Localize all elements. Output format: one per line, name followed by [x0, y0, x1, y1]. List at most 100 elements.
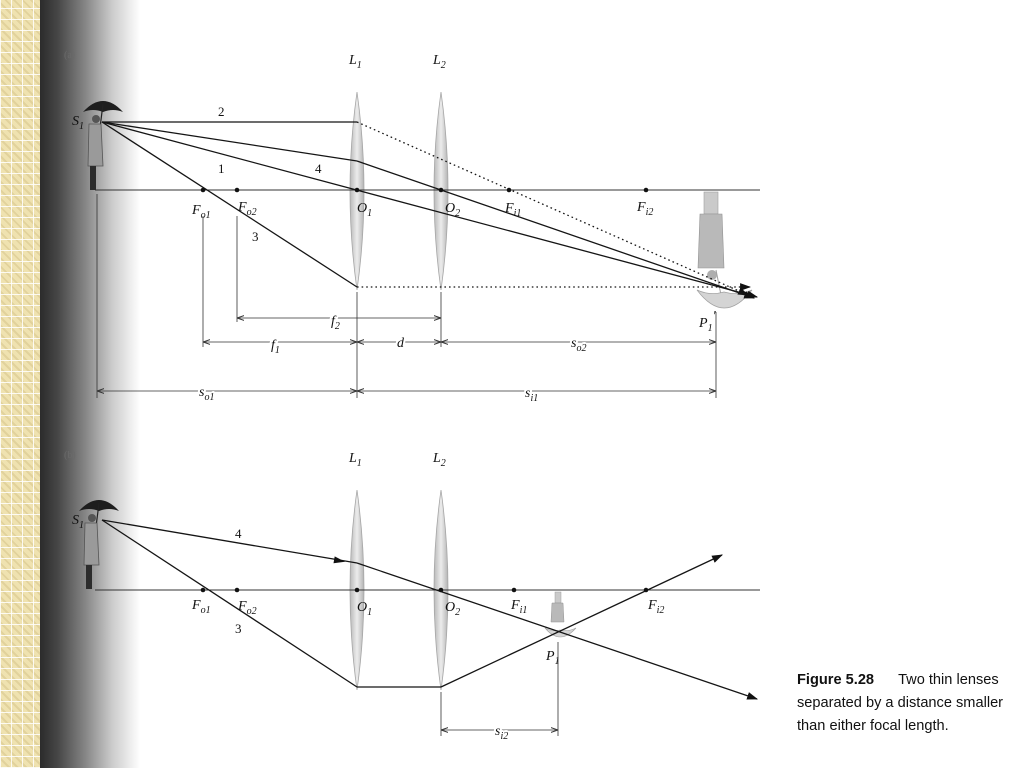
point-label-letter: F	[191, 203, 201, 218]
image-legs	[703, 191, 719, 215]
dimension-label-letter: f	[331, 314, 337, 329]
point-label-subscript: i1	[520, 605, 528, 616]
lens-label-letter: L	[432, 53, 441, 68]
point-label-fo2: Fo2	[237, 599, 257, 617]
object-label-s1: S1	[72, 114, 84, 132]
person-coat	[87, 123, 104, 167]
panel-label-b: (b)	[64, 450, 76, 461]
point-label-o1: O1	[357, 600, 372, 618]
point-label-letter: F	[504, 201, 514, 216]
dimension-label-f2: f2	[331, 314, 340, 332]
point-label-letter: F	[510, 598, 520, 613]
point-label-subscript: o1	[201, 605, 211, 616]
dimension-label-letter: d	[397, 336, 405, 351]
point-label-fi2: Fi2	[636, 200, 653, 218]
point-label-subscript: o2	[247, 207, 257, 218]
point-fi1	[511, 587, 517, 593]
point-label-letter: F	[237, 200, 247, 215]
caption-text: Two thin lenses	[898, 672, 999, 688]
ray-4-incident	[101, 121, 358, 162]
point-label-fi1: Fi1	[510, 598, 527, 616]
object-person	[83, 101, 123, 190]
point-label-letter: F	[636, 200, 646, 215]
object-label-s1: S1	[72, 513, 84, 531]
point-label-letter: O	[445, 600, 455, 615]
image-umbrella-canopy	[696, 289, 753, 309]
point-fo1	[200, 187, 206, 193]
dimension-label-letter: s	[199, 385, 205, 400]
lens-label-letter: L	[348, 53, 357, 68]
image-label-letter: P	[698, 316, 708, 331]
image-label-prime: ′	[713, 309, 717, 324]
point-label-subscript: i1	[514, 208, 522, 219]
dimension-label-subscript: 1	[275, 345, 280, 356]
dimension-label-letter: s	[525, 386, 531, 401]
ray-label-3: 3	[235, 621, 242, 636]
point-o1	[354, 187, 360, 193]
point-fo1	[200, 587, 206, 593]
figure-caption: Figure 5.28 Two thin lenses separated by …	[797, 669, 1003, 738]
ray-3-incident	[101, 519, 358, 688]
point-label-subscript: i2	[657, 605, 665, 616]
lens-label-letter: L	[348, 451, 357, 466]
ray-label-3: 3	[252, 229, 259, 244]
point-label-subscript: i2	[646, 207, 654, 218]
point-label-letter: O	[357, 201, 367, 216]
point-fo2	[234, 587, 240, 593]
ray-4-refracted	[356, 562, 759, 700]
point-o2	[438, 587, 444, 593]
point-label-letter: F	[191, 598, 201, 613]
lens-label-subscript: 2	[441, 60, 446, 71]
point-label-fo1: Fo1	[191, 203, 211, 221]
ray-4-direction-arrow	[333, 556, 345, 564]
image-person-inverted	[696, 191, 753, 309]
ray-label-4: 4	[315, 161, 322, 176]
image-label-p1: P1	[545, 649, 560, 667]
point-fi2	[643, 187, 649, 193]
dimension-label-si2: si2	[495, 724, 508, 742]
point-label-o2: O2	[445, 201, 460, 219]
diagram-b: (b) L1 L2 S1	[64, 450, 760, 744]
object-person	[79, 500, 119, 589]
ray-3-refracted	[440, 554, 723, 688]
lens-label-letter: L	[432, 451, 441, 466]
object-label-letter: S	[72, 513, 79, 528]
person-legs	[90, 166, 96, 190]
point-label-letter: O	[445, 201, 455, 216]
dimension-label-subscript: i1	[530, 393, 538, 404]
point-label-o1: O1	[357, 201, 372, 219]
point-fo2	[234, 187, 240, 193]
lens-label-subscript: 1	[357, 60, 362, 71]
dimension-label-letter: f	[271, 338, 277, 353]
point-label-fo1: Fo1	[191, 598, 211, 616]
image-label-subscript: 1	[708, 323, 713, 334]
point-fi2	[643, 587, 649, 593]
point-o1	[354, 587, 360, 593]
dimension-label-f1: f1	[271, 338, 280, 356]
dimension-label-si1: si1	[525, 386, 538, 404]
point-label-subscript: 2	[455, 607, 460, 618]
point-o2	[438, 187, 444, 193]
lens-label-subscript: 2	[441, 458, 446, 469]
person-head	[88, 514, 96, 522]
dimension-label-subscript: i2	[500, 731, 508, 742]
point-label-fi1: Fi1	[504, 201, 521, 219]
image-legs	[554, 591, 562, 604]
image-coat	[550, 602, 565, 623]
image-label-letter: P	[545, 649, 555, 664]
caption-line: separated by a distance smaller	[797, 692, 1003, 715]
point-label-fi2: Fi2	[647, 598, 664, 616]
ray-3-incident	[101, 121, 358, 288]
lens-label-subscript: 1	[357, 458, 362, 469]
point-label-subscript: o1	[201, 210, 211, 221]
point-label-subscript: o2	[247, 606, 257, 617]
image-head	[707, 270, 717, 280]
point-label-subscript: 2	[455, 208, 460, 219]
caption-text: than either focal length.	[797, 718, 949, 734]
dimension-label-letter: s	[571, 336, 577, 351]
figure-number: Figure 5.28	[797, 672, 875, 688]
ray-label-4: 4	[235, 526, 242, 541]
dimension-label-letter: s	[495, 724, 501, 739]
point-label-subscript: 1	[367, 208, 372, 219]
diagram-a: (a) L1 L2 S1	[64, 50, 760, 406]
